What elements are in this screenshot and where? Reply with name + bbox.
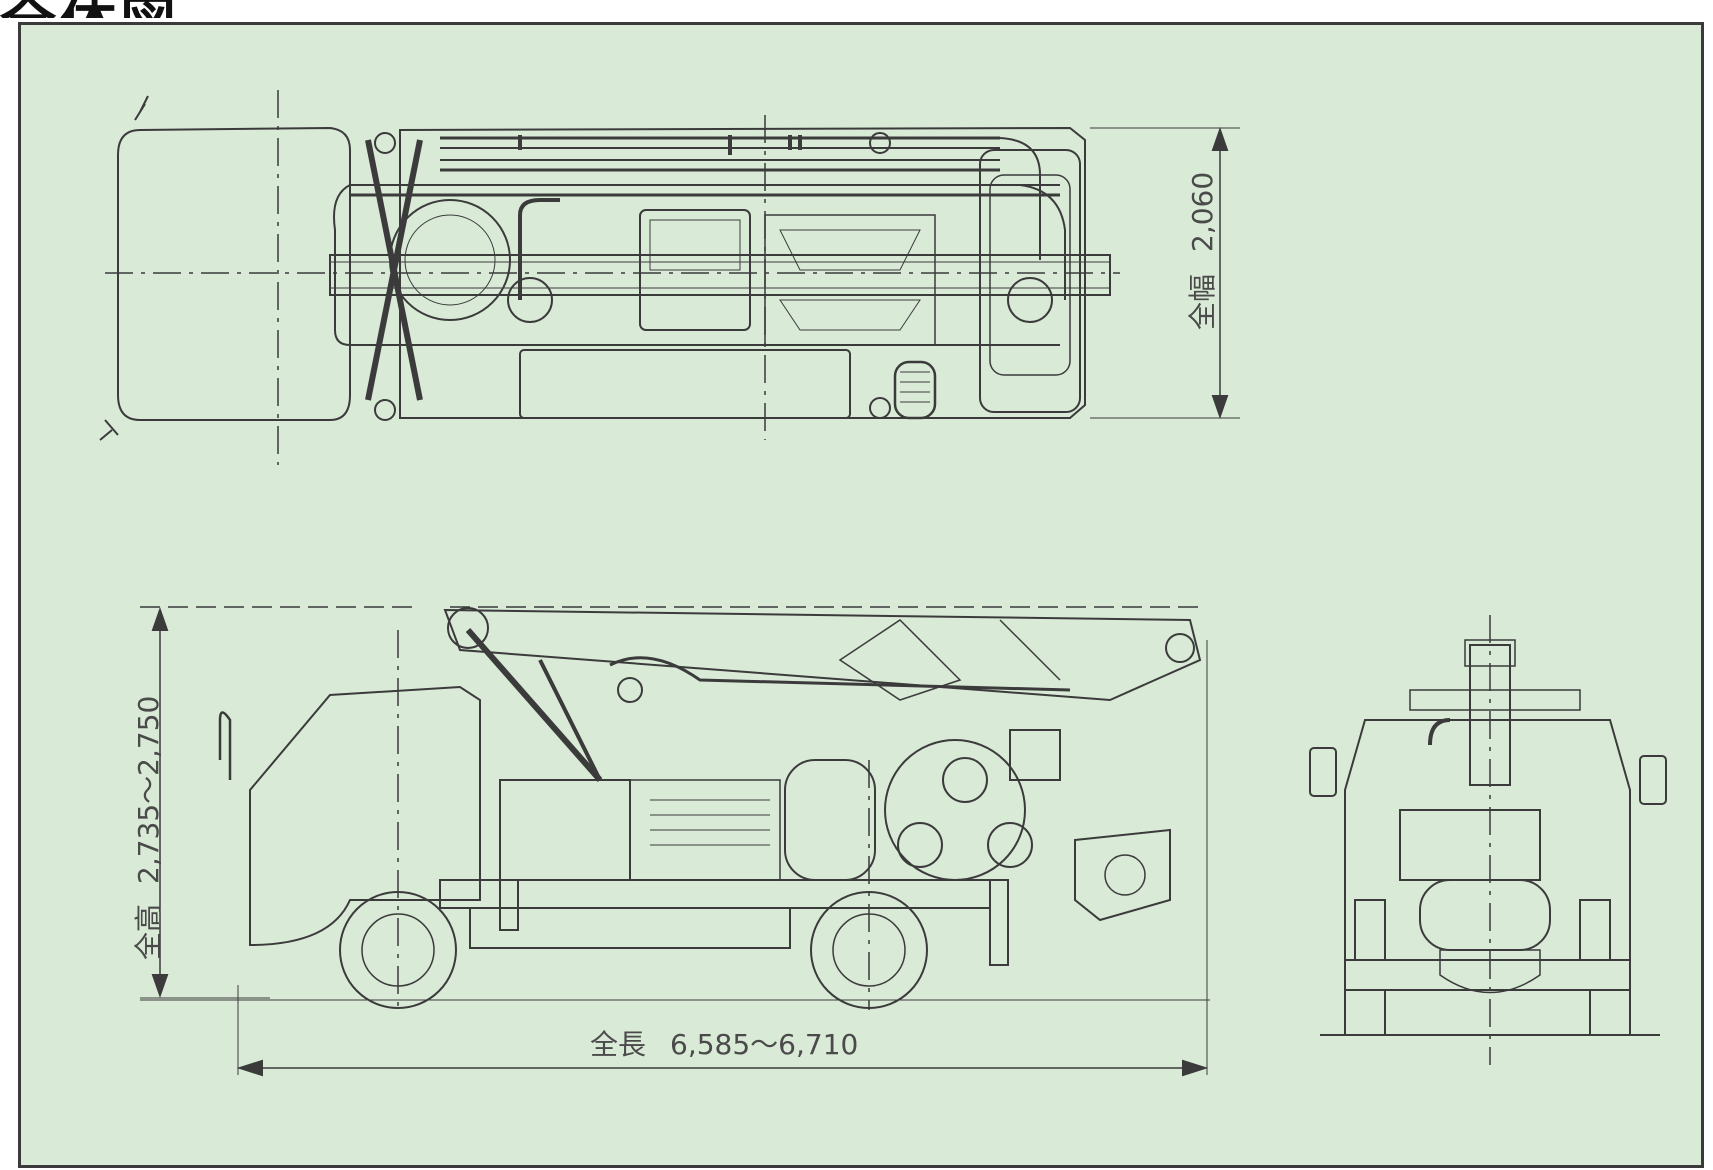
page-title: 全体図 — [0, 0, 330, 18]
top-view — [99, 90, 1240, 465]
title-strip: 全体図 — [0, 0, 1713, 22]
side-view — [140, 606, 1210, 1077]
width-dimension-label: 全幅2,060 — [1186, 172, 1219, 330]
front-view — [1309, 615, 1667, 1065]
height-dimension-label: 全高2,735〜2,750 — [132, 696, 165, 960]
page-title-text: 全体図 — [0, 0, 180, 18]
drawing-panel — [18, 22, 1704, 1168]
